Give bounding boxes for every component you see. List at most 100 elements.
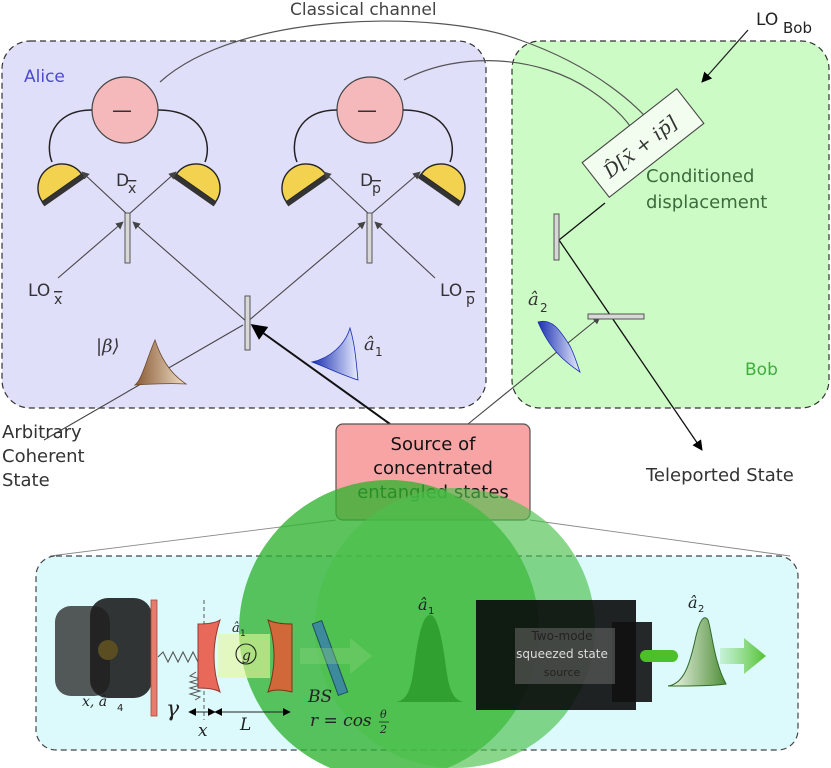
wire-dp-left xyxy=(293,109,338,163)
beam-bsp-dl xyxy=(323,171,371,216)
subtractor-x-sign: — xyxy=(112,98,132,122)
beam-bsx-dr xyxy=(127,171,177,216)
svg-text:1: 1 xyxy=(428,606,434,617)
svg-text:x, â: x, â xyxy=(82,694,107,710)
teleported-label: Teleported State xyxy=(645,465,794,486)
beam-bs-to-x xyxy=(132,221,248,323)
beam-splitter-main xyxy=(244,295,251,351)
bob-mirror-vertical xyxy=(553,213,560,261)
green-beam-left xyxy=(300,638,372,674)
two-label: 2 xyxy=(379,723,387,736)
svg-text:LO: LO xyxy=(28,281,50,301)
beam-lo-p xyxy=(374,221,436,279)
inset-a2-pulse xyxy=(667,617,727,687)
arbitrary-line-2: Coherent xyxy=(2,446,85,467)
arbitrary-line-1: Arbitrary xyxy=(2,422,82,443)
wire-dx-right xyxy=(157,109,209,163)
coupling-loop xyxy=(235,643,257,665)
classical-wire-x xyxy=(159,20,651,123)
svg-text:2: 2 xyxy=(540,301,548,315)
cavity-a1-label: â 1 xyxy=(232,621,246,639)
lo-bob-beam xyxy=(701,29,749,83)
r-label: r = cos xyxy=(310,711,372,731)
detector-p-label: D p xyxy=(360,171,381,197)
a2-pulse xyxy=(537,320,581,374)
svg-text:1: 1 xyxy=(240,629,246,639)
svg-text:D: D xyxy=(116,171,129,191)
conditioned-label-1: Conditioned xyxy=(646,166,754,187)
a1-pulse xyxy=(310,326,359,381)
a1-label: â 1 xyxy=(364,334,383,359)
dark-block-2 xyxy=(90,598,152,698)
g-label: g xyxy=(242,648,251,664)
svg-text:4: 4 xyxy=(117,703,123,714)
svg-text:p: p xyxy=(372,181,381,197)
beam-bsp-dr xyxy=(369,171,421,216)
inset-a1-label: â 1 xyxy=(418,595,434,617)
bs-label: BS xyxy=(307,687,332,707)
svg-text:x: x xyxy=(128,181,136,197)
detector-p-right xyxy=(417,163,466,207)
detector-p-left xyxy=(281,163,330,207)
svg-text:p: p xyxy=(466,292,475,308)
svg-text:LO: LO xyxy=(440,281,462,301)
inset-a1-pulse xyxy=(396,615,464,702)
wire-dx-left xyxy=(48,109,93,163)
beam-lo-x xyxy=(57,221,124,279)
svg-text:â: â xyxy=(364,334,375,355)
detector-x-label: D x xyxy=(116,171,136,197)
beam-splitter-x xyxy=(124,212,131,264)
detector-x-left xyxy=(37,163,86,207)
a2-label: â 2 xyxy=(528,289,548,315)
svg-text:2: 2 xyxy=(698,604,704,615)
damping-spring xyxy=(188,671,202,701)
svg-text:x: x xyxy=(54,292,62,308)
x-label: x xyxy=(198,721,208,741)
beam-splitter-p xyxy=(366,212,373,264)
svg-text:Bob: Bob xyxy=(783,19,812,37)
lo-bob-label: LO Bob xyxy=(756,10,812,37)
alice-panel xyxy=(1,40,487,409)
cavity-beam xyxy=(218,634,270,678)
svg-text:D: D xyxy=(360,171,373,191)
tms-line-1: Two-mode xyxy=(530,629,592,643)
lo-x-label: LO x xyxy=(28,281,62,308)
bob-mode-to-mirror xyxy=(558,239,703,451)
inset-a2-label: â 2 xyxy=(688,593,704,615)
L-label: L xyxy=(239,715,251,735)
bob-beamsplitter xyxy=(587,313,645,320)
green-dash xyxy=(640,650,678,662)
inset-beamsplitter xyxy=(311,619,349,697)
classical-wire-p xyxy=(403,60,637,136)
alice-label: Alice xyxy=(24,67,65,87)
source-line-1: Source of xyxy=(391,434,477,455)
tms-line-2: squeezed state xyxy=(516,647,608,661)
tms-block-inner xyxy=(515,628,615,684)
cavity-mirror-movable xyxy=(197,618,221,694)
conditioned-label-2: displacement xyxy=(646,192,767,213)
svg-text:â: â xyxy=(418,595,428,614)
cavity-mirror-fixed xyxy=(267,619,293,693)
xa-label: x, â 4 xyxy=(82,694,123,714)
svg-text:â: â xyxy=(528,289,539,310)
tms-line-3: source xyxy=(544,666,581,679)
arbitrary-line-3: State xyxy=(2,470,50,491)
source-to-alice-beam xyxy=(250,324,391,425)
svg-text:â: â xyxy=(688,593,698,612)
theta-label: θ xyxy=(380,708,387,721)
wire-dp-right xyxy=(402,109,454,163)
source-to-bob-beam xyxy=(467,316,601,425)
zoom-line-right xyxy=(529,519,791,557)
svg-text:1: 1 xyxy=(375,345,383,359)
bob-label: Bob xyxy=(745,360,778,380)
beta-pulse xyxy=(133,338,188,386)
dark-detector-spot xyxy=(98,640,118,660)
detector-x-right xyxy=(172,163,221,207)
bob-displacement-beam xyxy=(558,202,606,241)
svg-text:LO: LO xyxy=(756,10,778,30)
lo-p-label: LO p xyxy=(440,281,475,308)
beam-bs-to-p xyxy=(246,221,366,323)
classical-channel-label: Classical channel xyxy=(290,0,437,20)
inset-mirror-left xyxy=(150,599,158,717)
gamma-label: γ xyxy=(166,697,180,722)
